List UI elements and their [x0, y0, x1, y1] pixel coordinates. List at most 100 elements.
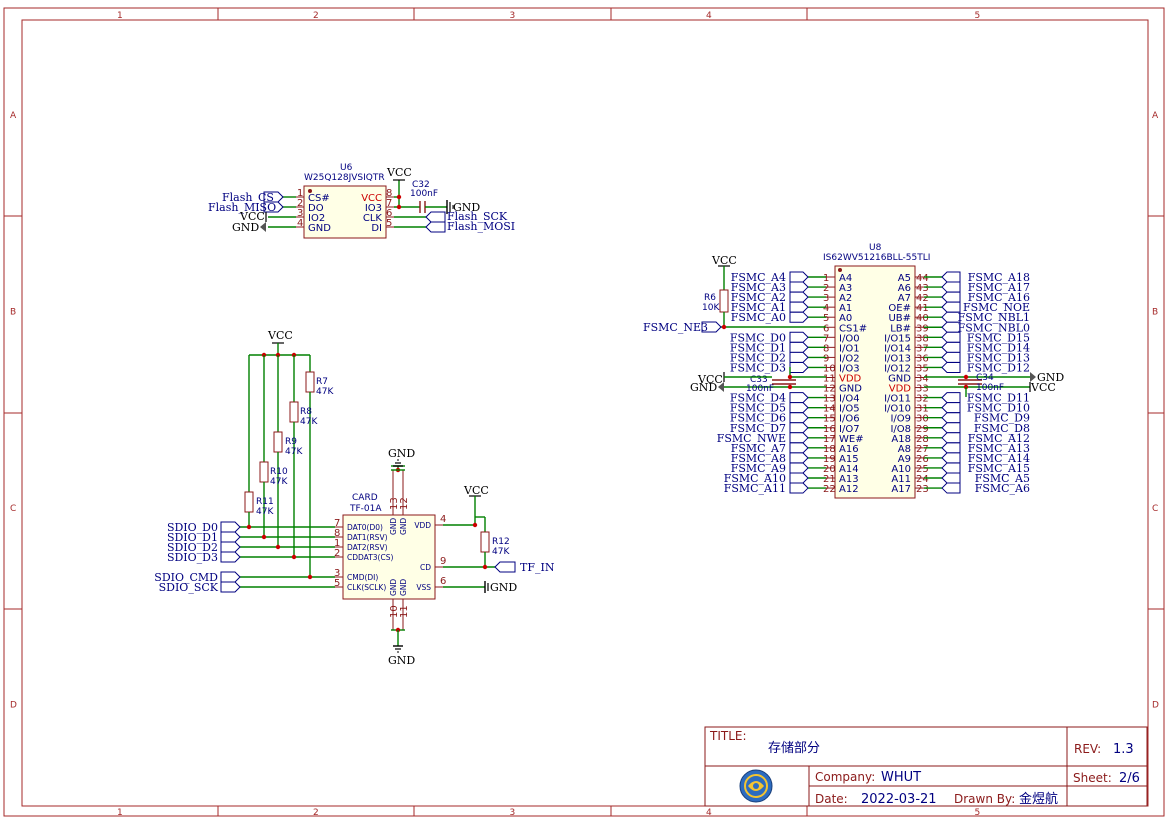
u8-pin-name: A18 — [891, 434, 911, 445]
u8-pin-number: 40 — [916, 313, 929, 324]
card-pin-number: 13 — [389, 497, 400, 510]
u8-pin-name: I/O15 — [884, 333, 911, 344]
u8-pin-name: A14 — [839, 464, 859, 475]
c34-vcc-label: VCC — [1030, 381, 1056, 394]
pin1-marker — [838, 268, 842, 272]
net-port — [220, 541, 241, 553]
title-block: TITLE: 存储部分 REV: 1.3 Company: WHUT Sheet… — [704, 726, 1148, 807]
net-port — [941, 472, 961, 484]
u6-pin-name: IO2 — [308, 213, 325, 224]
u8-pin-name: I/O0 — [839, 333, 860, 344]
net-label: FSMC_A18 — [968, 271, 1030, 284]
u6-pin-number: 5 — [386, 218, 392, 229]
net-label: SDIO_SCK — [159, 581, 219, 594]
u8-pin-number: 8 — [823, 343, 829, 354]
u8-pin-number: 28 — [916, 434, 929, 445]
card-pin-number: 3 — [334, 568, 340, 579]
date-label: Date: — [815, 792, 848, 806]
net-flash-cs: Flash_CS — [222, 191, 284, 204]
u6-pin-name: CS# — [308, 193, 330, 204]
u8-pin-number: 37 — [916, 343, 929, 354]
net-label: FSMC_D12 — [967, 361, 1030, 374]
card-pin-number: 4 — [440, 514, 446, 525]
u6-gnd-label: GND — [232, 221, 259, 234]
u8-pin-name: A1 — [839, 303, 852, 314]
net-port — [941, 331, 961, 343]
u8-pin-number: 13 — [823, 394, 836, 405]
c32-ref: C32 — [412, 180, 430, 190]
row-marker: B — [1152, 308, 1158, 318]
row-marker: C — [1152, 504, 1158, 514]
u8-pin-name: A6 — [898, 283, 911, 294]
r7-ref: R7 — [316, 377, 328, 387]
card-pin-name: GND — [389, 579, 398, 596]
u8-pin-name: VDD — [839, 374, 862, 385]
u8-pin-number: 5 — [823, 313, 829, 324]
net-label: FSMC_A14 — [968, 452, 1030, 465]
u8-pin-name: A11 — [891, 474, 911, 485]
net-port — [941, 351, 961, 363]
net-flash-miso-label: Flash_MISO — [208, 201, 276, 214]
company-label: Company: — [815, 770, 875, 784]
row-marker: D — [10, 701, 17, 711]
net-label: FSMC_A12 — [968, 432, 1030, 445]
net-port — [789, 392, 809, 404]
net-flash-sck: Flash_SCK — [425, 210, 508, 223]
u8-pin-name: A8 — [898, 444, 911, 455]
u8-pin-name: I/O3 — [839, 363, 860, 374]
u6-pin-name: DO — [308, 203, 324, 214]
net-port — [789, 432, 809, 444]
c34-ref: C34 — [976, 373, 994, 383]
u8-pin-name: I/O9 — [890, 414, 911, 425]
net-port — [941, 321, 961, 333]
r10-value: 47K — [270, 477, 288, 487]
net-label: FSMC_D10 — [967, 402, 1030, 415]
net-label: FSMC_A15 — [968, 462, 1030, 475]
net-port — [220, 521, 241, 533]
u6-pin-number: 8 — [386, 188, 392, 199]
u8-body — [834, 265, 916, 499]
net-label: FSMC_D2 — [730, 351, 786, 364]
net-label: FSMC_A13 — [968, 442, 1030, 455]
u8-pin-name: I/O8 — [890, 424, 911, 435]
row-marker: A — [10, 111, 17, 121]
u8-pin-name: WE# — [839, 434, 864, 445]
u8-pin-number: 27 — [916, 444, 929, 455]
u8-pin-number: 35 — [916, 363, 929, 374]
u8-pin-number: 31 — [916, 404, 929, 415]
net-port — [789, 271, 809, 283]
column-marker: 2 — [313, 808, 319, 818]
row-marker: A — [1152, 111, 1159, 121]
u8-pin-number: 41 — [916, 303, 929, 314]
c33-gnd-label: GND — [690, 381, 717, 394]
net-label: FSMC_D1 — [730, 341, 786, 354]
u8-pin-number: 22 — [823, 484, 836, 495]
net-flash-mosi: Flash_MOSI — [425, 220, 515, 233]
u8-pin-number: 3 — [823, 293, 829, 304]
drawn-by-label: Drawn By: — [954, 792, 1015, 806]
u8-pin-number: 44 — [916, 273, 929, 284]
u6-pin-number: 6 — [386, 208, 392, 219]
net-port — [941, 311, 961, 323]
net-port — [941, 341, 961, 353]
u6-body — [303, 185, 387, 239]
net-port — [789, 462, 809, 474]
u6-pin-number: 1 — [297, 188, 303, 199]
sdio-net-ports: SDIO_D0SDIO_D1SDIO_D2SDIO_D3SDIO_CMDSDIO… — [154, 521, 241, 594]
u8-pin-name: A7 — [898, 293, 911, 304]
column-marker: 3 — [510, 11, 516, 21]
u8-pin-name: I/O14 — [884, 343, 911, 354]
u6-pin-number: 2 — [297, 198, 303, 209]
net-port — [220, 531, 241, 543]
net-label: FSMC_A9 — [731, 462, 786, 475]
net-label: FSMC_A5 — [975, 472, 1030, 485]
net-label: FSMC_NOE — [963, 301, 1030, 314]
u8-pin-number: 2 — [823, 283, 829, 294]
u8-pin-number: 25 — [916, 464, 929, 475]
rev-label: REV: — [1074, 742, 1101, 756]
net-port — [789, 341, 809, 353]
u8-pin-number: 36 — [916, 353, 929, 364]
